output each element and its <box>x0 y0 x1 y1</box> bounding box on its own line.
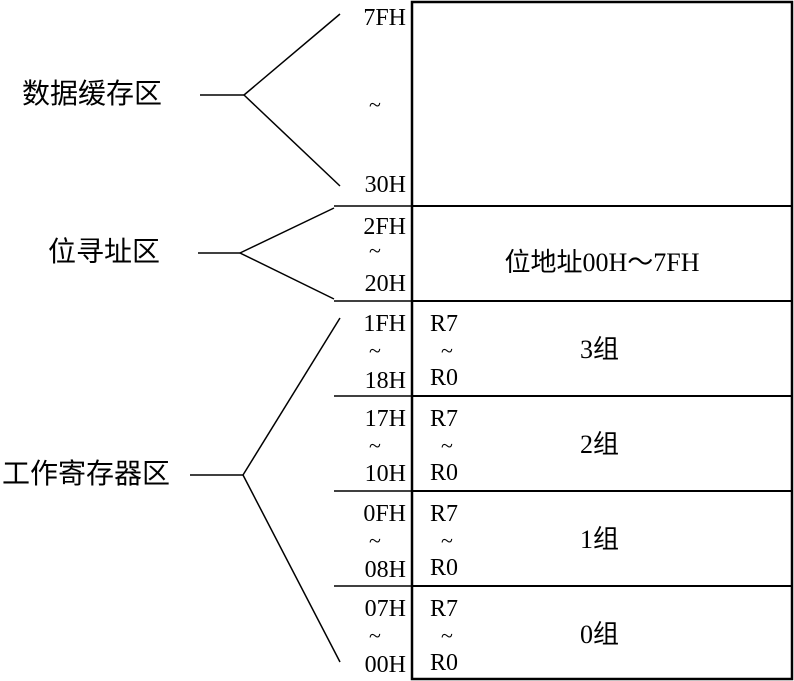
reg-tilde-g1: ~ <box>441 528 453 553</box>
group-label-3: 3组 <box>580 335 620 364</box>
bit-address-range: 位地址00H～7FH <box>504 248 700 277</box>
addr-30h: 30H <box>364 172 406 198</box>
addr-tilde-g3: ~ <box>369 338 381 363</box>
zone-label-data-buffer: 数据缓存区 <box>22 79 163 110</box>
reg-tilde-g0: ~ <box>441 623 453 648</box>
brace-reg-upper <box>242 317 341 476</box>
addr-tilde-g2: ~ <box>369 433 381 458</box>
addr-tilde-g0: ~ <box>369 623 381 648</box>
addr-00h: 00H <box>364 652 406 678</box>
addr-07h: 07H <box>364 596 406 622</box>
reg-tilde-g2: ~ <box>441 433 453 458</box>
group-label-0: 0组 <box>580 620 620 649</box>
addr-tilde-bit: ~ <box>369 238 381 263</box>
addr-20h: 20H <box>364 271 406 297</box>
brace-bit-lower <box>239 252 335 300</box>
reg-r7-g1: R7 <box>430 501 459 527</box>
reg-r0-g2: R0 <box>430 460 459 486</box>
addr-18h: 18H <box>364 368 406 394</box>
reg-r7-g3: R7 <box>430 311 459 337</box>
brace-reg-lower <box>242 474 341 663</box>
brace-data-lower <box>243 94 341 187</box>
addr-1fh: 1FH <box>363 311 406 337</box>
addr-08h: 08H <box>364 557 406 583</box>
reg-r0-g0: R0 <box>430 650 459 676</box>
addr-10h: 10H <box>364 461 406 487</box>
addr-7fh: 7FH <box>363 5 406 31</box>
brace-bit-upper <box>239 207 335 254</box>
reg-r0-g3: R0 <box>430 365 459 391</box>
zone-label-working-registers: 工作寄存器区 <box>2 459 171 490</box>
zone-label-bit-addressable: 位寻址区 <box>48 237 161 268</box>
reg-r7-g2: R7 <box>430 406 459 432</box>
reg-tilde-g3: ~ <box>441 338 453 363</box>
group-label-2: 2组 <box>580 430 620 459</box>
memory-box-outline <box>410 0 794 681</box>
group-label-1: 1组 <box>580 525 620 554</box>
brace-data-upper <box>243 13 341 96</box>
addr-2fh: 2FH <box>363 214 406 240</box>
reg-r7-g0: R7 <box>430 596 459 622</box>
addr-0fh: 0FH <box>363 501 406 527</box>
reg-r0-g1: R0 <box>430 555 459 581</box>
addr-17h: 17H <box>364 406 406 432</box>
addr-tilde-data: ~ <box>369 92 381 117</box>
addr-tilde-g1: ~ <box>369 528 381 553</box>
